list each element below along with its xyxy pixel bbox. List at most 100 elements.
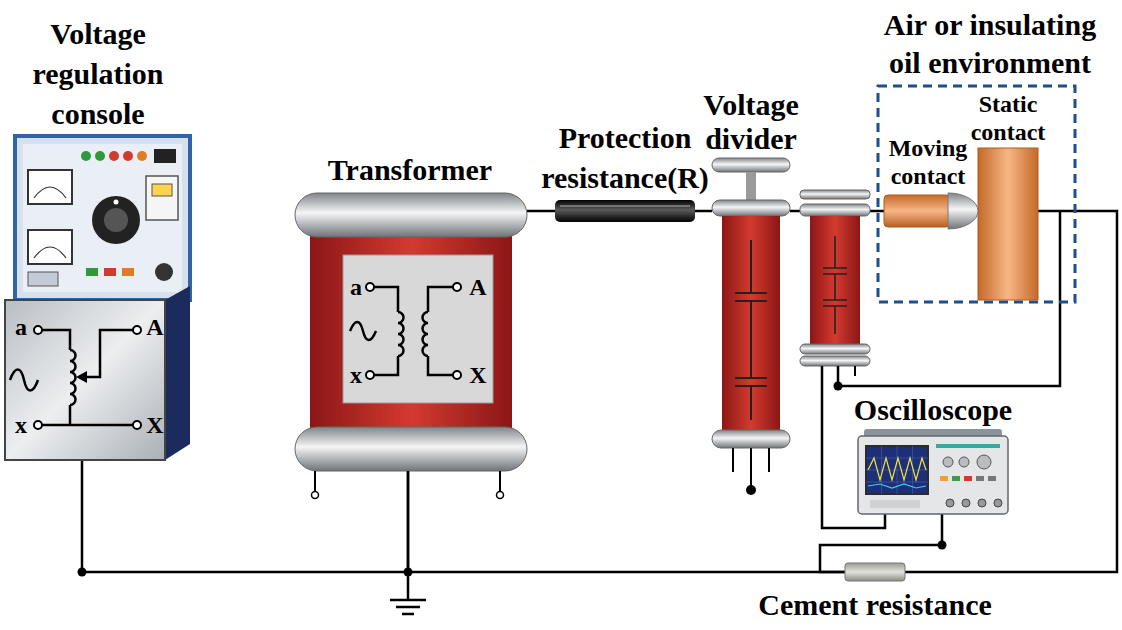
environment-box: Moving contactStatic contactAir or insul… — [878, 86, 1075, 302]
terminal-label: X — [146, 412, 163, 438]
small-divider-illustration — [854, 366, 856, 376]
console-illustration — [34, 326, 42, 334]
oscilloscope-illustration — [978, 499, 986, 507]
transformer-illustration — [366, 283, 374, 291]
oscilloscope-illustration — [870, 500, 920, 508]
wire-connector — [82, 460, 408, 572]
console-illustration — [15, 136, 190, 300]
oscilloscope-illustration — [858, 429, 1008, 514]
small-divider-illustration — [854, 366, 856, 376]
resistor-illustration — [555, 200, 695, 222]
node-heading: Oscilloscope — [843, 392, 1023, 428]
divider-illustration — [712, 430, 790, 448]
small-divider-illustration — [800, 344, 870, 354]
small-divider-illustration — [800, 190, 870, 199]
terminal-label: a — [350, 274, 362, 300]
small-divider-illustration — [800, 204, 870, 216]
resistor-node: Protection resistance(R) — [555, 200, 695, 222]
transformer-illustration — [314, 471, 316, 491]
resistor-illustration — [555, 200, 695, 222]
oscilloscope-illustration — [964, 476, 972, 481]
environment-outline — [878, 86, 1075, 302]
console-illustration — [152, 184, 172, 196]
transformer-illustration — [312, 492, 319, 499]
console-illustration — [34, 187, 66, 198]
small-divider-illustration — [810, 216, 860, 344]
oscilloscope-illustration — [936, 444, 1000, 448]
console-illustration — [154, 149, 176, 163]
oscilloscope-illustration — [943, 457, 953, 467]
cement-resistor-node: Cement resistance — [845, 563, 905, 581]
oscilloscope-illustration — [959, 457, 969, 467]
wire-connector — [408, 471, 845, 572]
wire-connector — [695, 210, 712, 213]
ground-symbol — [390, 572, 426, 614]
divider-illustration — [735, 240, 767, 420]
divider-illustration — [746, 172, 756, 200]
console-illustration — [155, 263, 173, 281]
console-illustration — [133, 421, 141, 429]
node-heading: Voltage regulation console — [13, 14, 183, 134]
wire-connector — [527, 210, 555, 213]
console-illustration — [137, 151, 147, 161]
console-illustration — [104, 268, 116, 276]
console-illustration — [38, 330, 70, 350]
console-illustration — [70, 350, 76, 405]
divider-illustration — [712, 158, 790, 495]
transformer-illustration — [315, 471, 500, 500]
console-illustration — [114, 200, 119, 205]
terminal-label: A — [146, 314, 163, 340]
transformer-illustration — [295, 193, 527, 500]
transformer-illustration — [310, 222, 512, 442]
console-illustration — [10, 330, 137, 425]
contact-illustration — [978, 148, 1038, 300]
divider-node: Voltage divider — [712, 158, 790, 495]
transformer-illustration — [453, 371, 461, 379]
transformer-node: Transformer — [295, 193, 527, 471]
console-illustration — [146, 176, 178, 220]
node-heading: Static contact — [963, 90, 1053, 146]
divider-illustration — [732, 448, 734, 472]
console-illustration — [122, 268, 134, 276]
console-illustration — [34, 421, 42, 429]
console-illustration — [5, 136, 190, 460]
small-divider-illustration — [800, 356, 870, 366]
oscilloscope-illustration — [866, 446, 928, 494]
oscilloscope-illustration — [868, 458, 926, 480]
transformer-illustration — [453, 283, 461, 291]
console-illustration — [86, 268, 98, 276]
terminal-label: x — [15, 412, 27, 438]
oscilloscope-node: Oscilloscope — [858, 430, 1008, 514]
oscilloscope-illustration — [868, 484, 926, 488]
moving-contact: Moving contact — [884, 193, 978, 229]
console-illustration — [109, 151, 119, 161]
divider-illustration — [733, 448, 769, 486]
console-illustration — [69, 405, 72, 425]
ground-symbol — [390, 572, 426, 614]
transformer-illustration — [423, 312, 429, 356]
divider-illustration — [746, 485, 756, 495]
console-illustration — [104, 208, 128, 232]
terminal-label: A — [469, 274, 486, 300]
transformer-illustration — [366, 371, 374, 379]
junction-dot — [938, 541, 947, 550]
console-illustration — [28, 272, 58, 286]
transformer-illustration — [398, 312, 404, 356]
console-illustration — [28, 170, 72, 204]
oscilloscope-illustration — [858, 436, 1008, 514]
transformer-illustration — [497, 492, 504, 499]
oscilloscope-illustration — [952, 476, 960, 481]
console-illustration — [34, 247, 66, 258]
divider-illustration — [712, 158, 790, 172]
console-illustration — [5, 300, 165, 460]
transformer-illustration — [350, 287, 457, 375]
transformer-illustration — [295, 193, 527, 237]
console-illustration — [84, 330, 137, 377]
node-heading: Moving contact — [880, 134, 976, 190]
cement-resistor-symbol — [845, 563, 905, 581]
console-illustration — [23, 144, 182, 292]
oscilloscope-illustration — [946, 499, 954, 507]
